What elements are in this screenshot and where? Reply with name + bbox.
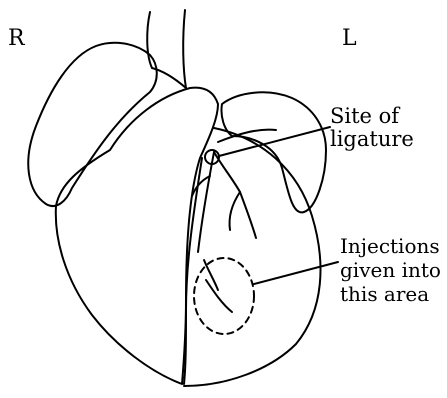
aorta-vessel bbox=[147, 12, 152, 68]
coronary-branch bbox=[206, 280, 232, 312]
coronary-branch bbox=[229, 192, 240, 230]
left-side-label: L bbox=[342, 28, 357, 50]
injection-label-line3: this area bbox=[340, 284, 429, 304]
left-ventricle-outline bbox=[184, 128, 320, 386]
aorta-vessel-inner bbox=[183, 10, 186, 88]
coronary-branch bbox=[240, 192, 256, 238]
ligature-label-line2: ligature bbox=[330, 129, 414, 150]
injection-label-line2: given into bbox=[340, 260, 441, 280]
injection-label-line1: Injections bbox=[340, 236, 440, 256]
right-side-label: R bbox=[8, 28, 25, 50]
injection-area-marker bbox=[194, 258, 254, 334]
injection-leader-line bbox=[254, 262, 338, 284]
ligature-label-line1: Site of bbox=[330, 106, 399, 127]
coronary-branch bbox=[204, 260, 218, 290]
coronary-branch bbox=[214, 152, 240, 192]
left-atrium bbox=[221, 92, 326, 212]
ligature-leader-line bbox=[219, 127, 330, 156]
heart-outline bbox=[56, 88, 218, 384]
right-atrium bbox=[28, 43, 157, 206]
